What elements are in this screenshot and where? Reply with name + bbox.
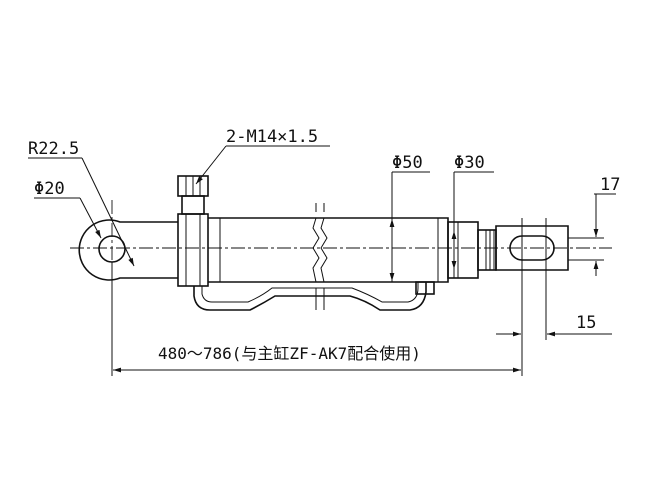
rod-end-slot bbox=[509, 235, 555, 261]
port-fitting-hex bbox=[185, 176, 201, 196]
rod-end-thread bbox=[485, 230, 495, 270]
thread-label: 2-M14×1.5 bbox=[226, 127, 318, 147]
dim-15-label: 15 bbox=[576, 313, 596, 333]
thread-leader bbox=[195, 145, 227, 185]
pin-diameter-label: Φ20 bbox=[34, 179, 65, 199]
bore-diameter-label: Φ50 bbox=[392, 153, 423, 173]
oil-pipe-inner bbox=[201, 282, 419, 303]
dim-17-label: 17 bbox=[600, 175, 620, 195]
radius-leader bbox=[81, 157, 135, 267]
overall-length-label: 480～786(与主缸ZF-AK7配合使用) bbox=[158, 344, 421, 363]
rod-end bbox=[495, 225, 569, 271]
oil-pipe bbox=[193, 282, 427, 311]
break-mark-2 bbox=[320, 203, 328, 310]
cylinder-barrel bbox=[208, 217, 449, 283]
break-mark bbox=[312, 203, 320, 310]
radius-label: R22.5 bbox=[28, 139, 79, 159]
rod-diameter-label: Φ30 bbox=[454, 153, 485, 173]
piston-rod bbox=[477, 229, 497, 271]
rod-gland bbox=[447, 221, 479, 279]
pin-diameter-leader bbox=[79, 197, 102, 239]
clevis-eye bbox=[78, 219, 178, 281]
port-fitting-base bbox=[181, 195, 205, 215]
oil-pipe-fitting bbox=[415, 281, 435, 295]
end-cap bbox=[177, 213, 209, 287]
